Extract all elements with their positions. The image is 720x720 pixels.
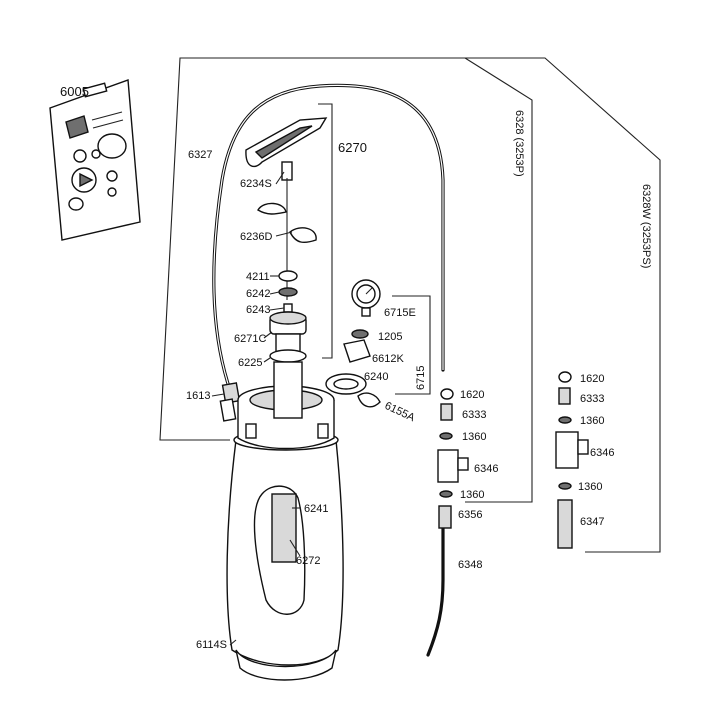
label-6715E: 6715E [384, 307, 416, 319]
label-1613: 1613 [186, 390, 210, 402]
label-4211: 4211 [246, 271, 270, 283]
label-6114S: 6114S [196, 639, 227, 651]
leader-lines [211, 171, 301, 646]
seal-kit-card [49, 79, 141, 241]
label-a-1360: 1360 [462, 431, 486, 443]
label-1205: 1205 [378, 331, 402, 343]
label-6328W: 6328W (3253PS) [640, 184, 652, 268]
fitting-1613 [219, 382, 241, 422]
label-6327: 6327 [188, 149, 212, 161]
label-6272: 6272 [296, 555, 320, 567]
label-b-6346: 6346 [590, 447, 614, 459]
label-6328: 6328 (3253P) [513, 110, 525, 177]
label-6271C: 6271C [234, 333, 266, 345]
label-6243: 6243 [246, 304, 270, 316]
tank-6114S [226, 385, 344, 681]
label-b-6333: 6333 [580, 393, 604, 405]
label-6155A: 6155A [383, 400, 417, 425]
label-a-6333: 6333 [462, 409, 486, 421]
label-a-6356: 6356 [458, 509, 482, 521]
gauge-group-6715 [325, 279, 381, 408]
bracket-6270-line [318, 103, 333, 359]
lance-6348 [426, 526, 445, 657]
assembly-6328W [555, 371, 589, 549]
label-6236D: 6236D [240, 231, 272, 243]
label-a-6348: 6348 [458, 559, 482, 571]
label-6240: 6240 [364, 371, 388, 383]
bracket-6328-line [464, 57, 533, 503]
label-6242: 6242 [246, 288, 270, 300]
label-b-1360b: 1360 [578, 481, 602, 493]
label-b-1620: 1620 [580, 373, 604, 385]
label-a-6346: 6346 [474, 463, 498, 475]
label-6715: 6715 [415, 366, 427, 390]
label-a-1360b: 1360 [460, 489, 484, 501]
label-b-6347: 6347 [580, 516, 604, 528]
label-6612K: 6612K [372, 353, 404, 365]
label-6241: 6241 [304, 503, 328, 515]
label-6270: 6270 [338, 140, 367, 155]
label-b-1360: 1360 [580, 415, 604, 427]
label-a-1620: 1620 [460, 389, 484, 401]
bracket-6327-line [159, 57, 661, 553]
label-6005: 6005 [60, 84, 89, 99]
label-6225: 6225 [238, 357, 262, 369]
bracket-6715-line [392, 295, 431, 395]
label-6234S: 6234S [240, 178, 272, 190]
pump-assembly-6270 [245, 117, 328, 419]
assembly-6328 [437, 388, 469, 529]
